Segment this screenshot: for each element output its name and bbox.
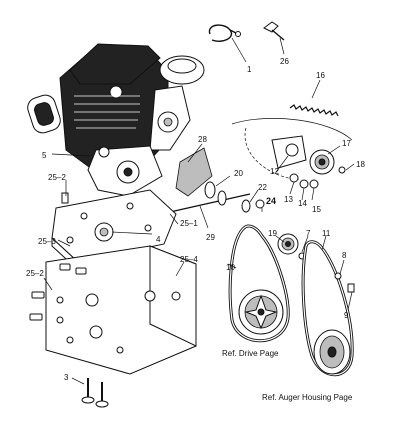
callout-29: 29 [206,233,215,242]
callout-11: 11 [322,229,331,238]
callout-25-4: 25–4 [180,255,198,264]
drive-pulley [228,224,290,343]
caption-drive-page: Ref. Drive Page [222,349,279,358]
callout-18: 18 [356,160,365,169]
callout-25-3: 25–3 [38,237,56,246]
callout-28: 28 [198,135,207,144]
caption-auger-housing-page: Ref. Auger Housing Page [262,393,353,402]
engine-pulley [277,233,306,260]
callout-8: 8 [342,251,347,260]
callout-24: 24 [266,196,276,206]
callout-4: 4 [156,235,161,244]
small-hardware [255,173,319,209]
idler-bracket [231,118,353,181]
callout-20: 20 [234,169,243,178]
callout-5: 5 [42,151,47,160]
callout-25-1: 25–1 [180,219,198,228]
callout-26: 26 [280,57,289,66]
callout-1: 1 [247,65,252,74]
bolts [81,378,109,408]
callout-25-2-lower: 25–2 [26,269,44,278]
pulley-shaft [169,181,251,213]
callout-10: 10 [226,263,235,272]
callout-12: 12 [270,167,279,176]
callout-25-2-top: 25–2 [48,173,66,182]
callout-3: 3 [64,373,69,382]
belt-cover [175,147,213,197]
leader-lines [43,37,355,385]
callout-15: 15 [312,205,321,214]
auger-pulley [301,240,355,377]
callout-labels: 1 26 16 5 28 12 17 18 25–2 20 22 13 14 1… [26,57,365,382]
frame-plate-lower [29,245,197,375]
callout-19: 19 [268,229,277,238]
extension-spring [289,104,339,117]
engine [27,43,205,197]
callout-14: 14 [298,199,307,208]
callout-9: 9 [344,311,349,320]
callout-7: 7 [306,229,311,238]
cable-and-key [208,21,285,42]
callout-22: 22 [258,183,267,192]
callout-13: 13 [284,195,293,204]
callout-16: 16 [316,71,325,80]
callout-17: 17 [342,139,351,148]
